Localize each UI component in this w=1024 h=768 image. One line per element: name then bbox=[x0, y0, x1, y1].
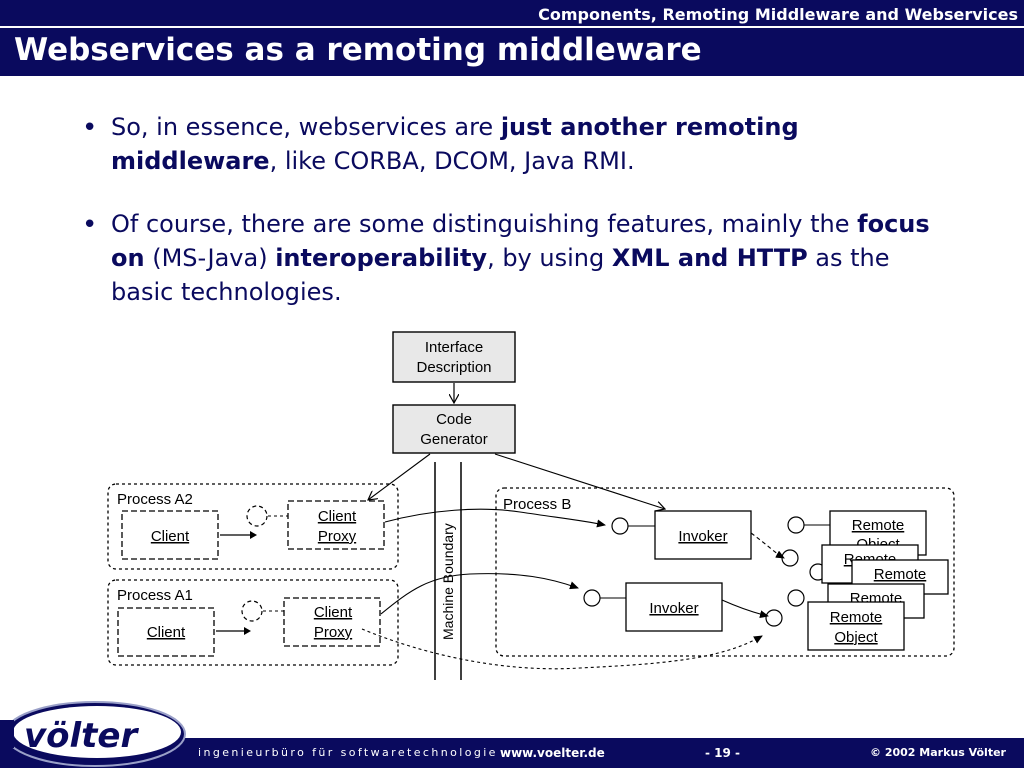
footer-page-number: - 19 - bbox=[705, 746, 741, 760]
proxy-a1-to-invoker-arrow bbox=[380, 573, 579, 615]
client-proxy-a2-box bbox=[287, 500, 385, 550]
client-proxy-a1-line1: Client bbox=[314, 604, 353, 621]
header-bar bbox=[0, 0, 1024, 76]
bullet-text: , by using bbox=[487, 244, 612, 272]
code-generator-line2: Generator bbox=[420, 431, 488, 448]
footer-company: ingenieurbüro für softwaretechnologie - bbox=[198, 746, 511, 759]
voelter-logo: völter bbox=[0, 701, 190, 768]
invoker-2-label: Invoker bbox=[649, 600, 698, 617]
bullet-text: , like CORBA, DCOM, Java RMI. bbox=[269, 147, 635, 175]
bullet-text: Of course, there are some distinguishing… bbox=[111, 210, 858, 238]
bullet-list: • So, in essence, webservices are just an… bbox=[80, 110, 950, 338]
process-a1-frame bbox=[107, 579, 399, 666]
interface-description-line2: Description bbox=[416, 359, 491, 376]
bullet-text: as the basic technologies. bbox=[111, 244, 890, 306]
invoker-2-to-object-arrow bbox=[721, 599, 769, 619]
invoker-1-socket bbox=[611, 517, 629, 535]
remote-object-5-line1: Remote bbox=[830, 609, 883, 626]
bullet-item-1: • So, in essence, webservices are just an… bbox=[80, 110, 950, 178]
logo-wordmark: völter bbox=[24, 716, 139, 756]
interface-description-box bbox=[392, 331, 516, 383]
proxy-a2-interface-socket bbox=[246, 505, 268, 527]
interface-description-line1: Interface bbox=[425, 339, 483, 356]
client-a1-link-head bbox=[244, 627, 251, 635]
proxy-a1-interface-socket bbox=[241, 600, 263, 622]
bullet-text: (MS-Java) bbox=[144, 244, 276, 272]
remote-object-5-box bbox=[807, 601, 905, 651]
process-b-label: Process B bbox=[503, 496, 571, 513]
bullet-text: So, in essence, webservices are bbox=[111, 113, 501, 141]
remote-object-1-line1: Remote bbox=[852, 517, 905, 534]
client-proxy-a1-line2: Proxy bbox=[314, 624, 353, 641]
process-b-frame bbox=[495, 487, 955, 657]
remoting-diagram-svg: Process B Process A2 Process A1 Interfac… bbox=[107, 331, 955, 680]
process-a2-frame bbox=[107, 483, 399, 570]
remote-object-3-line1: Remote bbox=[874, 566, 927, 583]
proxy-a1-to-object-dotted-arrow bbox=[361, 628, 763, 670]
bullet-marker: • bbox=[82, 210, 98, 240]
invoker-1-box bbox=[654, 510, 752, 560]
slide-title: Webservices as a remoting middleware bbox=[14, 32, 702, 68]
generator-to-proxy-arrow bbox=[368, 453, 431, 500]
remoting-diagram: Process B Process A2 Process A1 Interfac… bbox=[100, 328, 960, 692]
footer-copyright: © 2002 Markus Völter bbox=[870, 746, 1006, 759]
code-generator-line1: Code bbox=[436, 411, 472, 428]
remote-object-1-socket bbox=[787, 516, 805, 534]
generator-to-invoker-arrow bbox=[494, 453, 665, 509]
client-proxy-a1-box bbox=[283, 597, 381, 647]
invoker-2-socket bbox=[583, 589, 601, 607]
header-rule bbox=[0, 26, 1024, 28]
remote-object-4-socket bbox=[787, 589, 805, 607]
bullet-emphasis: XML and HTTP bbox=[611, 244, 808, 272]
client-a2-box bbox=[121, 510, 219, 560]
section-title: Components, Remoting Middleware and Webs… bbox=[538, 5, 1018, 24]
bullet-emphasis: interoperability bbox=[275, 244, 488, 272]
footer-url-link[interactable]: www.voelter.de bbox=[500, 746, 605, 760]
bullet-item-2: • Of course, there are some distinguishin… bbox=[80, 207, 950, 309]
client-a1-label: Client bbox=[147, 624, 186, 641]
remote-object-5-line2: Object bbox=[834, 629, 878, 646]
client-a2-link-head bbox=[250, 531, 257, 539]
client-proxy-a2-line2: Proxy bbox=[318, 528, 357, 545]
process-a1-label: Process A1 bbox=[117, 587, 193, 604]
proxy-a2-to-invoker-arrow bbox=[384, 508, 606, 528]
machine-boundary-label: Machine Boundary bbox=[440, 523, 456, 640]
invoker-1-label: Invoker bbox=[678, 528, 727, 545]
bullet-emphasis: just another remoting middleware bbox=[111, 113, 799, 175]
invoker-2-box bbox=[625, 582, 723, 632]
remote-object-2-socket bbox=[781, 549, 799, 567]
process-a2-label: Process A2 bbox=[117, 491, 193, 508]
bullet-emphasis: focus on bbox=[111, 210, 930, 272]
client-a1-box bbox=[117, 607, 215, 657]
remote-object-5-socket bbox=[765, 609, 783, 627]
code-generator-box bbox=[392, 404, 516, 454]
invoker-1-to-object-arrow bbox=[750, 532, 785, 559]
client-proxy-a2-line1: Client bbox=[318, 508, 357, 525]
bullet-marker: • bbox=[82, 113, 98, 143]
client-a2-label: Client bbox=[151, 528, 190, 545]
